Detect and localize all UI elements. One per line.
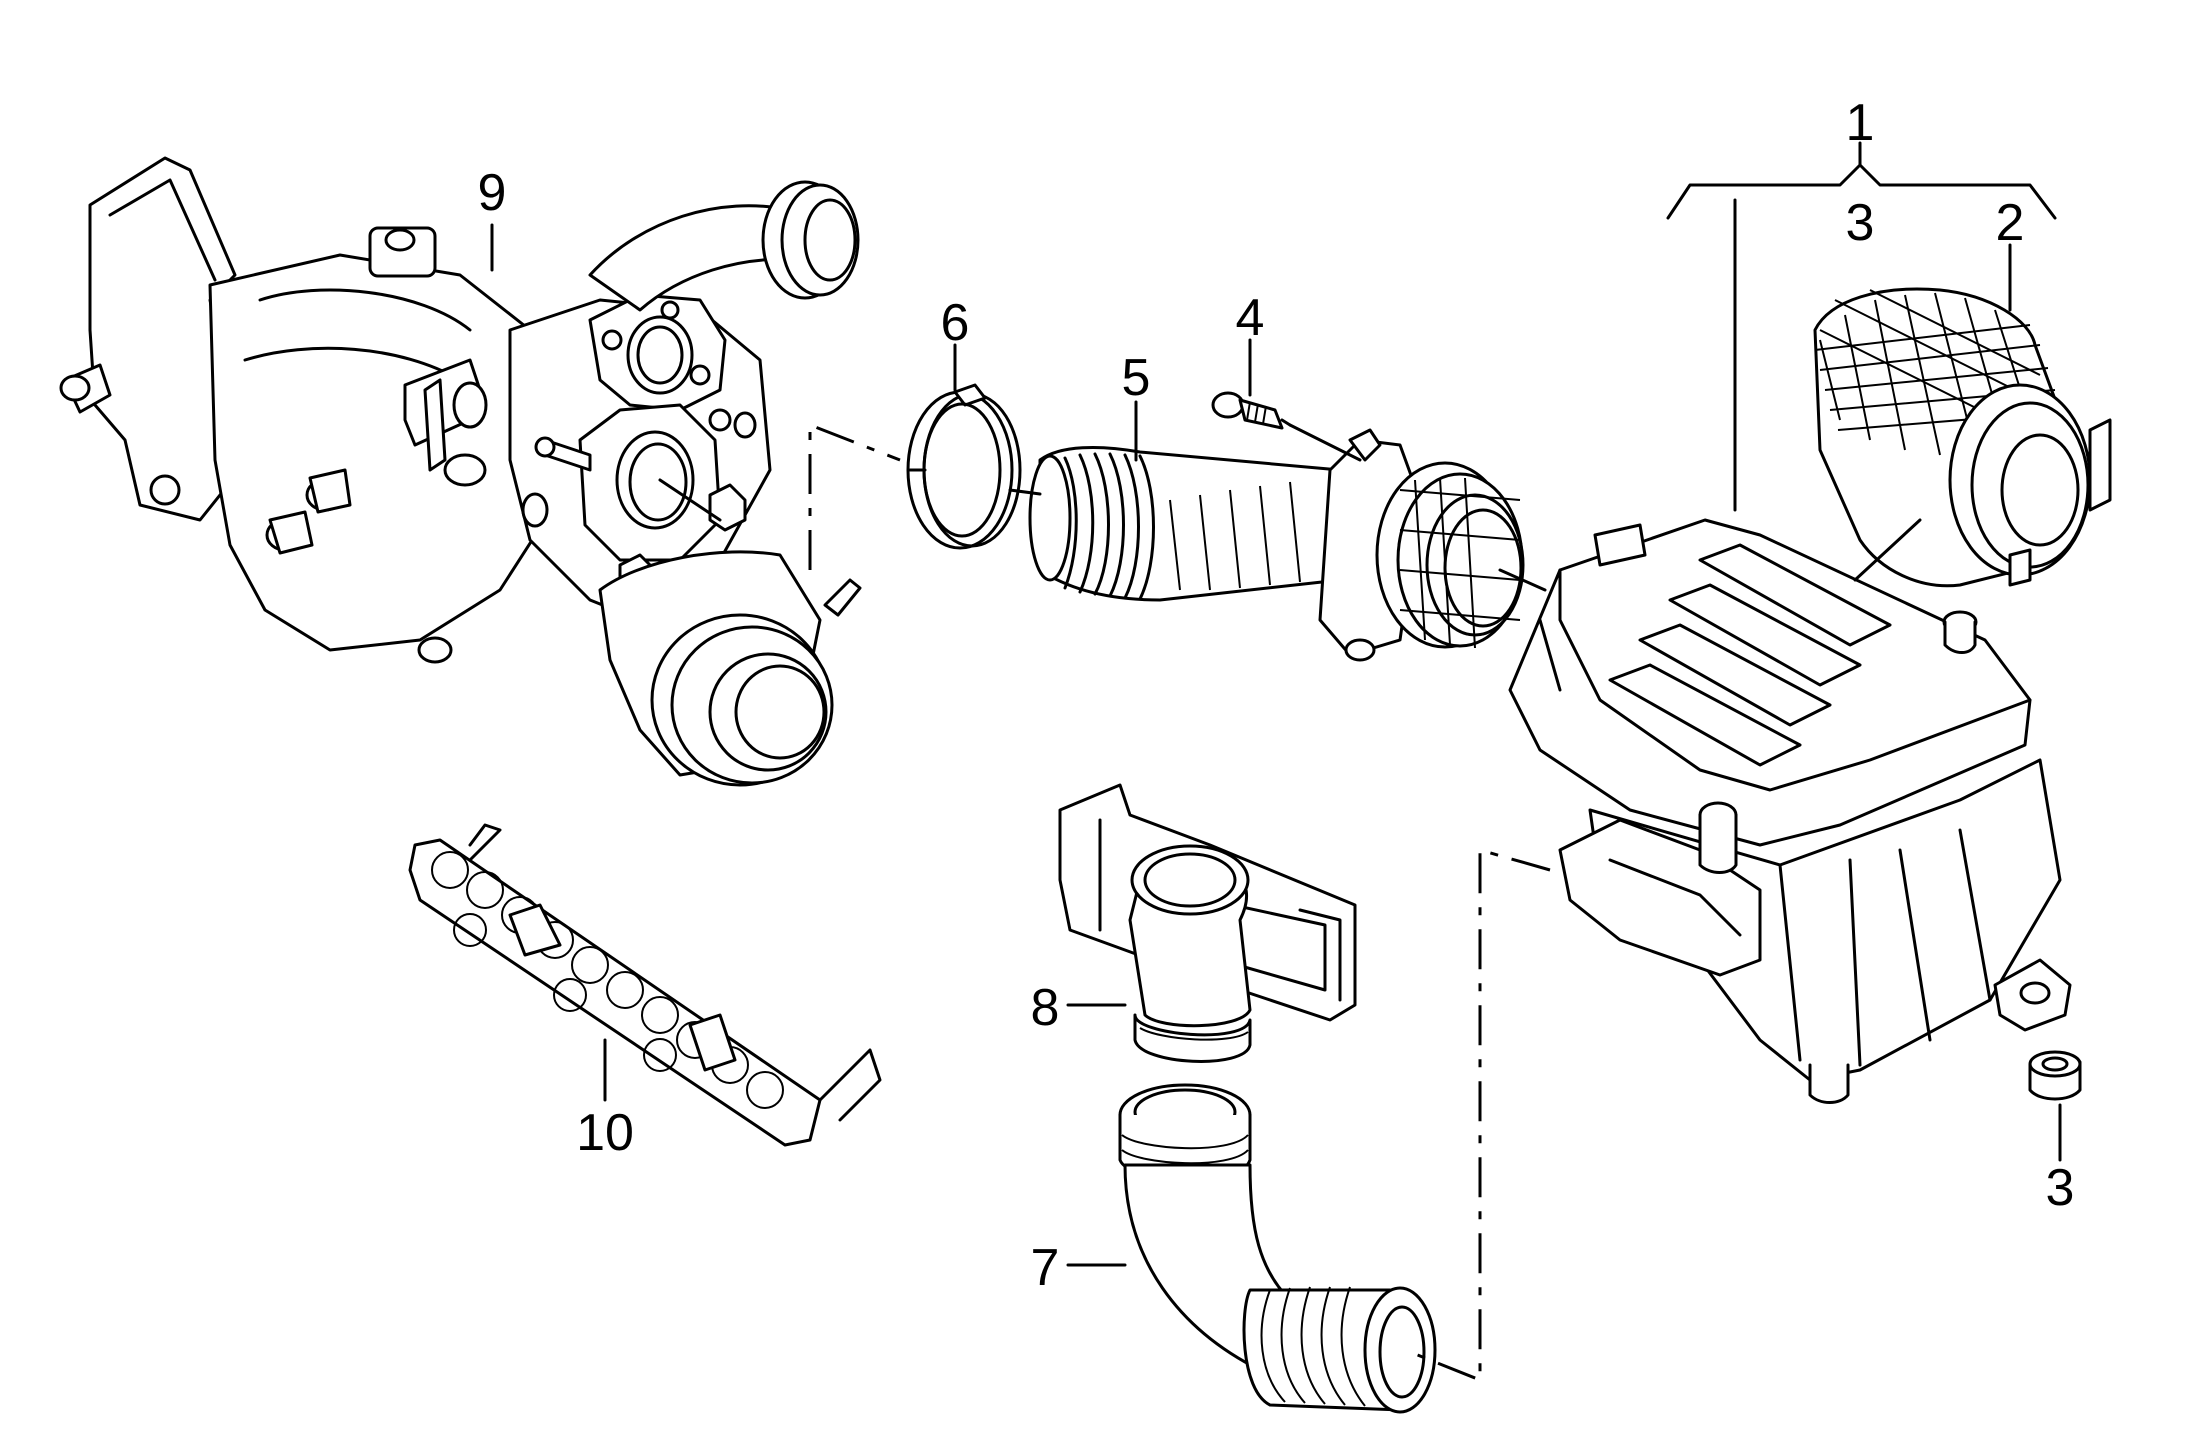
label-7: 7 bbox=[1031, 1239, 1060, 1297]
label-1: 1 bbox=[1846, 94, 1875, 152]
label-8: 8 bbox=[1031, 979, 1060, 1037]
air-filter-element-part-2[interactable] bbox=[1813, 287, 2112, 588]
label-3-bottom: 3 bbox=[2046, 1159, 2075, 1217]
grommet-part-3[interactable] bbox=[2028, 1050, 2082, 1101]
screw-part-4[interactable] bbox=[1211, 391, 1292, 430]
label-9: 9 bbox=[478, 164, 507, 222]
label-5: 5 bbox=[1122, 349, 1151, 407]
label-6: 6 bbox=[941, 294, 970, 352]
turbocharger-part-9[interactable] bbox=[59, 156, 862, 787]
air-filter-housing-part-1[interactable] bbox=[1508, 518, 2072, 1104]
label-4: 4 bbox=[1236, 289, 1265, 347]
label-3-top: 3 bbox=[1846, 194, 1875, 252]
intake-hose-part-5[interactable] bbox=[1028, 428, 1525, 662]
elbow-hose-part-7[interactable] bbox=[1118, 1083, 1437, 1414]
callout-labels: 1 2 3 3 4 5 6 7 8 9 10 bbox=[478, 94, 2075, 1297]
leader-lines bbox=[490, 141, 2062, 1383]
heat-shield-part-10[interactable] bbox=[408, 823, 882, 1147]
hose-clamp-part-6[interactable] bbox=[906, 383, 1022, 550]
label-2: 2 bbox=[1996, 194, 2025, 252]
label-10: 10 bbox=[576, 1104, 634, 1162]
duct-connector-part-8[interactable] bbox=[1058, 783, 1357, 1063]
